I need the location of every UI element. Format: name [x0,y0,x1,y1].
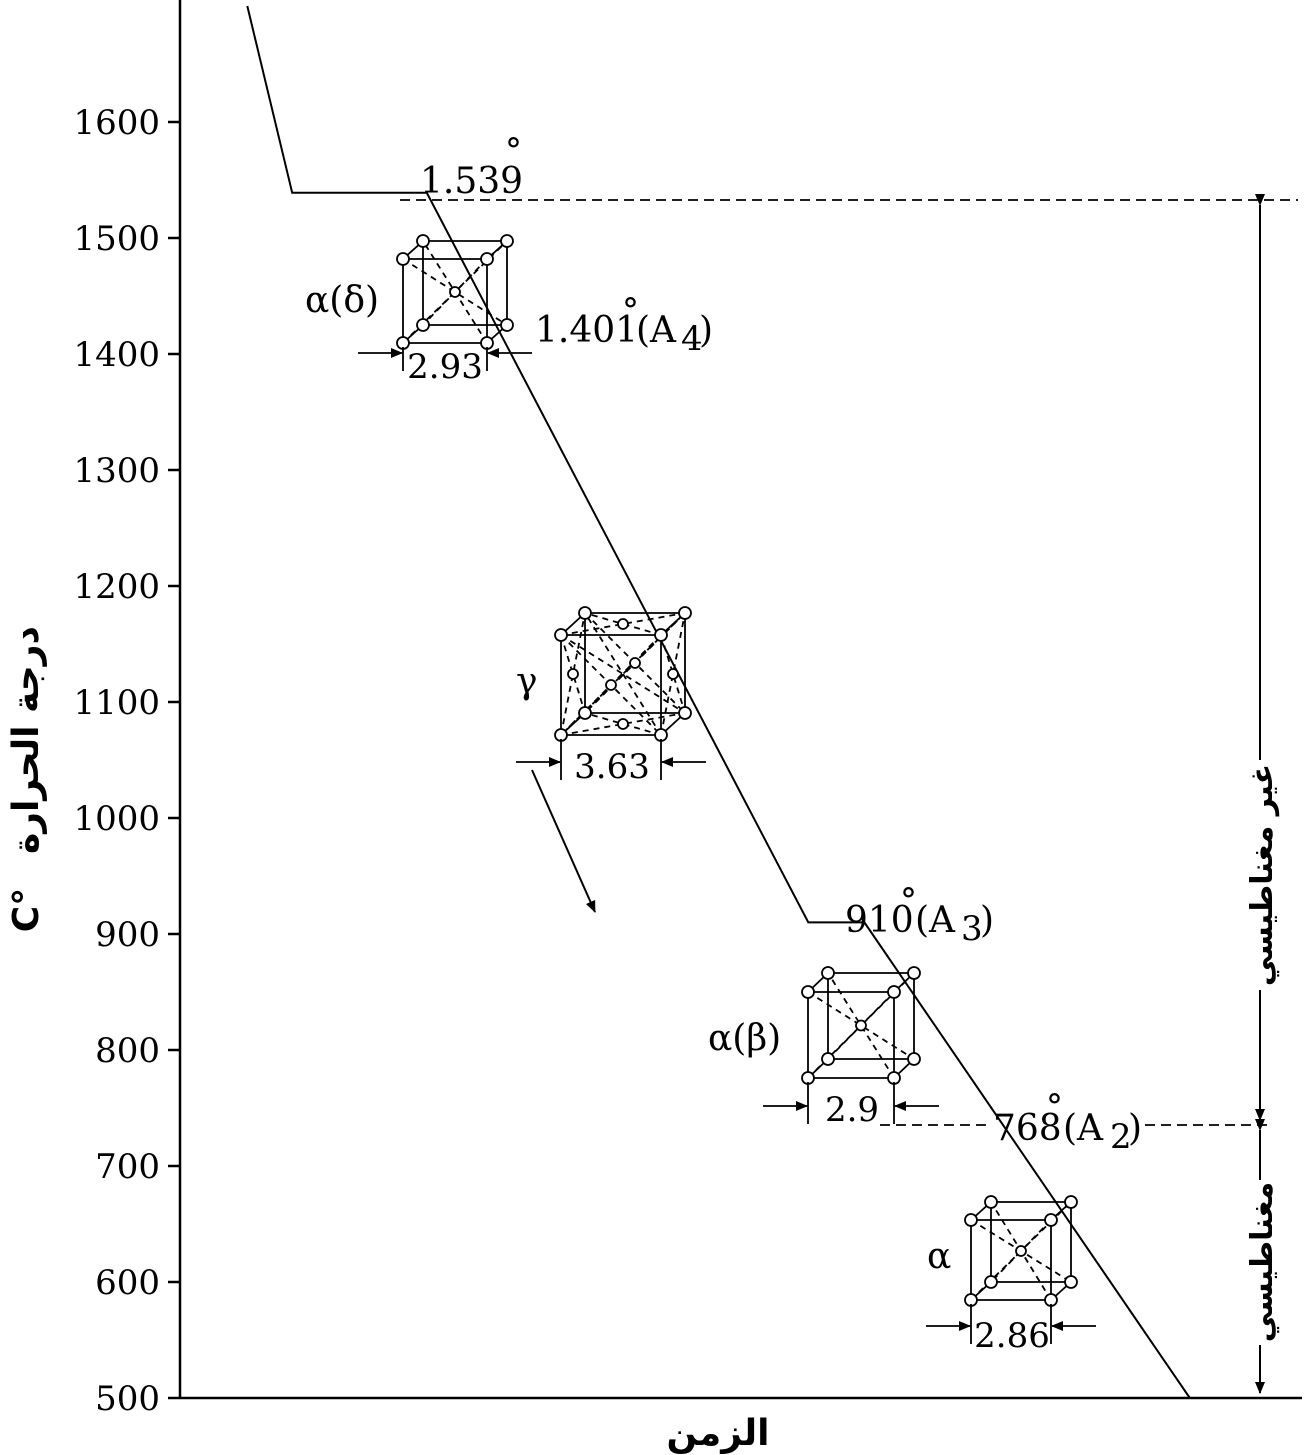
y-tick-label: 1000 [73,799,160,839]
atom [984,1195,998,1209]
y-axis-title: درجة الحرارة C° [6,626,47,932]
label-a2: (A [1063,1108,1104,1149]
y-tick-label: 1100 [73,683,160,723]
y-axis-unit: C° [6,888,47,932]
atom [449,286,461,298]
y-tick-label: 500 [95,1379,160,1419]
label-1401: 1.401 [535,310,638,351]
y-tick-label: 800 [95,1031,160,1071]
y-tick-label: 900 [95,915,160,955]
atom [984,1275,998,1289]
phase-label-delta: α(δ) [305,280,379,321]
degree-1539: ° [505,131,522,171]
atom [416,234,430,248]
label-1539: 1.539 [420,161,523,202]
label-a4: (A [636,310,677,351]
y-tick-label: 700 [95,1147,160,1187]
atom [1064,1275,1078,1289]
atom [964,1213,978,1227]
y-tick-label: 1400 [73,335,160,375]
phase-label-beta: α(β) [708,1018,781,1059]
label-a2-sub: 2 [1110,1117,1132,1157]
atom [678,606,692,620]
label-910: 910 [845,900,914,941]
label-768: 768 [993,1108,1062,1149]
bcc-lattice-alpha [926,1195,1096,1344]
atom [855,1019,867,1032]
phase-label-alpha: α [927,1236,951,1277]
dim-label-delta: 2.93 [407,347,483,387]
label-a4-close: ) [699,310,713,351]
y-tick-label: 1500 [73,219,160,259]
atom [667,668,679,680]
atom [605,679,617,691]
atom [678,706,692,720]
bcc-lattice-delta [358,234,532,371]
y-tick-label: 1300 [73,451,160,491]
nonmagnetic-label: غير مغناطيسي [1245,764,1280,986]
y-ticks: 500 600 700 800 900 1000 1100 1200 1300 1400 1500 1… [73,103,180,1419]
atom [1015,1245,1027,1257]
y-tick-label: 1200 [73,567,160,607]
y-tick-label: 1600 [73,103,160,143]
dim-label-alpha: 2.86 [974,1316,1050,1356]
fcc-lattice-gamma [516,606,706,780]
atom [629,657,641,669]
label-a3: (A [915,900,956,941]
atom [617,618,629,630]
atom [617,718,629,730]
atom [500,318,514,332]
atom [821,966,835,980]
phase-label-gamma: γ [516,661,538,702]
atom [821,1052,835,1066]
dim-label-gamma: 3.63 [574,747,650,787]
dim-label-beta: 2.9 [825,1090,879,1130]
degree-768: ° [1046,1087,1063,1127]
atom [567,668,579,680]
x-axis-label: الزمن [667,1413,770,1454]
atom [480,252,494,266]
bcc-lattice-beta [763,966,939,1124]
label-a3-sub: 3 [961,909,983,949]
atom [1064,1195,1078,1209]
transformation-arrow [531,769,596,913]
atom [396,252,410,266]
degree-1401: ° [622,291,639,331]
atom [416,318,430,332]
atom [554,628,568,642]
atom [578,706,592,720]
label-a2-close: ) [1128,1108,1142,1149]
y-tick-label: 600 [95,1263,160,1303]
atom [1044,1213,1058,1227]
label-a4-sub: 4 [681,319,703,359]
atom [654,628,668,642]
atom [887,985,901,999]
magnetic-label: مغناطيسي [1245,1182,1280,1342]
y-axis-label: درجة الحرارة [6,626,47,854]
atom [801,985,815,999]
degree-910: ° [900,881,917,921]
atom [907,1052,921,1066]
atom [907,966,921,980]
label-a3-close: ) [980,900,994,941]
atom [500,234,514,248]
atom [578,606,592,620]
cooling-curve [246,5,1191,1399]
